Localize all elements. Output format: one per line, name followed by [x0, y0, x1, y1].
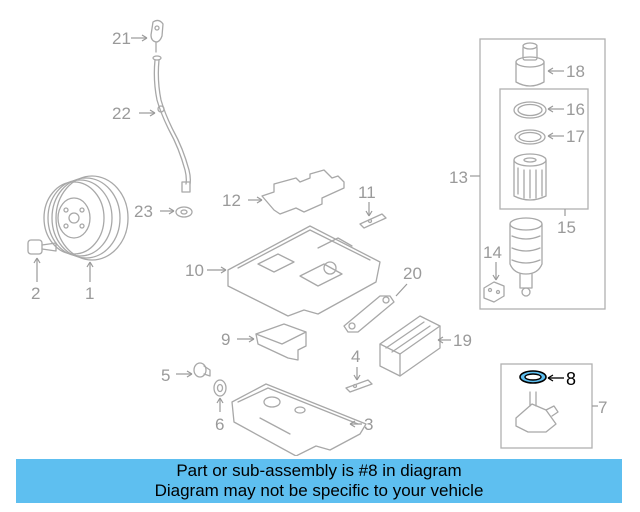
callout-20[interactable]: 20	[403, 264, 422, 283]
callout-23[interactable]: 23	[134, 202, 153, 221]
part-14-gasket[interactable]	[483, 281, 505, 303]
part-12-cover[interactable]	[261, 169, 345, 215]
part-9-baffle[interactable]	[255, 323, 307, 361]
part-11-gasket[interactable]	[359, 213, 387, 229]
callout-6[interactable]: 6	[215, 415, 224, 434]
info-banner: Part or sub-assembly is #8 in diagram Di…	[16, 459, 622, 503]
callout-1[interactable]: 1	[85, 284, 94, 303]
callout-9[interactable]: 9	[221, 330, 230, 349]
part-21-dipstick-handle[interactable]	[150, 19, 164, 53]
callout-7[interactable]: 7	[598, 398, 607, 417]
callout-18[interactable]: 18	[566, 62, 585, 81]
part-19-oil-cooler[interactable]	[379, 315, 441, 377]
callout-4[interactable]: 4	[351, 347, 360, 366]
callout-21[interactable]: 21	[112, 29, 131, 48]
part-6-washer[interactable]	[213, 379, 227, 397]
callout-17[interactable]: 17	[566, 127, 585, 146]
banner-line-2: Diagram may not be specific to your vehi…	[154, 481, 484, 500]
callout-19[interactable]: 19	[453, 331, 472, 350]
banner-line-1: Part or sub-assembly is #8 in diagram	[176, 461, 462, 480]
part-4-gasket-small[interactable]	[345, 379, 373, 393]
part-18-filter-cap[interactable]	[515, 42, 545, 87]
assembly-13-frame	[479, 38, 606, 310]
part-1-pulley[interactable]	[43, 175, 129, 261]
assembly-15-frame	[499, 88, 589, 210]
callout-22[interactable]: 22	[112, 104, 131, 123]
part-16-o-ring[interactable]	[513, 101, 547, 119]
part-22-dipstick-tube[interactable]	[152, 55, 191, 193]
callout-11[interactable]: 11	[358, 183, 376, 202]
callout-16[interactable]: 16	[566, 100, 585, 119]
part-oil-level-sensor[interactable]	[515, 391, 559, 433]
part-filter-housing[interactable]	[509, 217, 543, 297]
callout-8[interactable]: 8	[566, 369, 576, 389]
callout-15[interactable]: 15	[557, 218, 576, 237]
callout-13[interactable]: 13	[449, 168, 468, 187]
part-23-washer[interactable]	[175, 206, 193, 218]
callout-14[interactable]: 14	[483, 243, 502, 262]
callout-12[interactable]: 12	[222, 191, 241, 210]
part-20-bracket[interactable]	[343, 295, 395, 333]
callout-2[interactable]: 2	[31, 284, 40, 303]
part-5-drain-plug[interactable]	[193, 362, 211, 378]
part-15-filter-element[interactable]	[513, 153, 547, 201]
parts-diagram: 21 22 23 1 2 12	[27, 19, 607, 456]
part-8-seal-ring-highlighted[interactable]	[519, 370, 547, 384]
callout-3[interactable]: 3	[364, 415, 373, 434]
part-17-o-ring[interactable]	[514, 129, 546, 145]
callout-10[interactable]: 10	[185, 261, 204, 280]
part-3-lower-oil-pan[interactable]	[231, 383, 367, 456]
part-10-upper-oil-pan[interactable]	[227, 225, 381, 317]
callout-5[interactable]: 5	[161, 366, 170, 385]
part-2-bolt[interactable]	[27, 239, 57, 255]
